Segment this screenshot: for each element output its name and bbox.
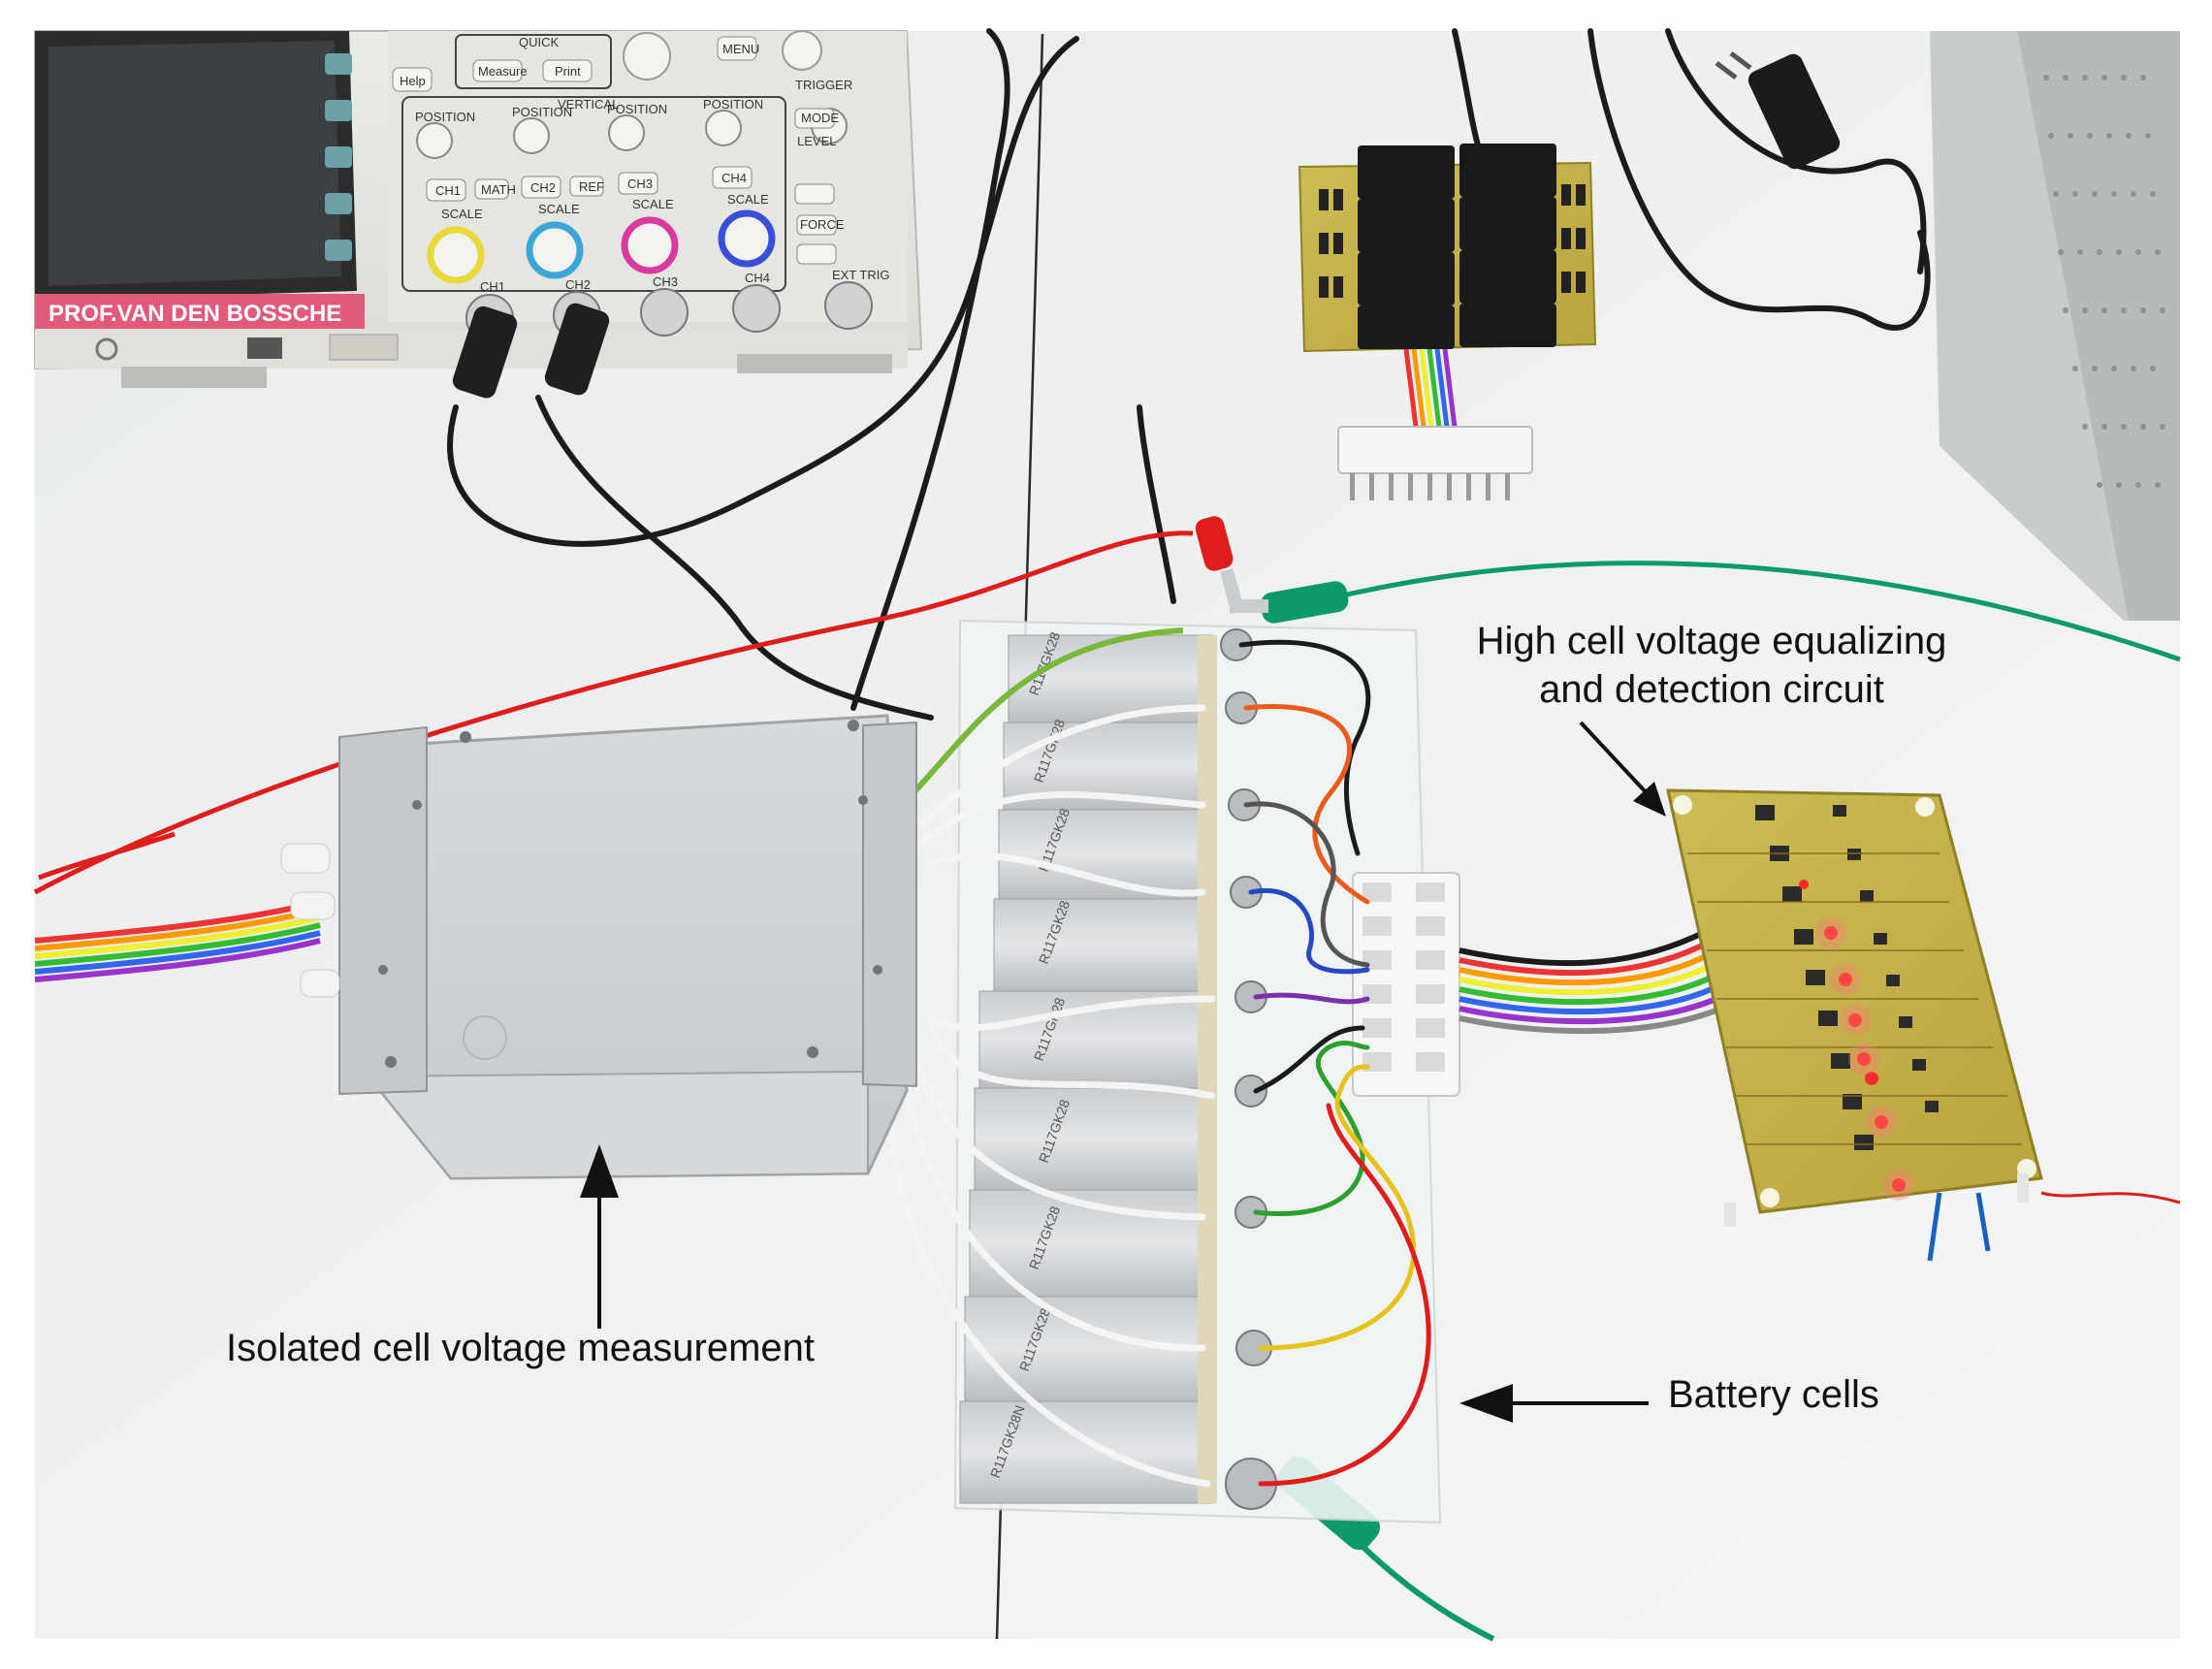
svg-text:SCALE: SCALE [538,202,580,216]
measurement-arrow [580,1144,619,1329]
power-plug [1715,51,1841,170]
ref-button-label: REF [579,179,604,194]
equalizer-label-line1: High cell voltage equalizing [1476,620,1947,662]
owner-label: PROF.VAN DEN BOSSCHE [48,301,341,327]
battery-cell: R117GK28 [974,1087,1213,1191]
print-label: Print [555,64,581,79]
position-labels: POSITION POSITION POSITION POSITION [415,97,763,124]
ch3-bnc-label: CH3 [653,274,678,289]
svg-text:SCALE: SCALE [441,207,483,221]
ch1-bnc-label: CH1 [480,279,505,294]
terminal-block [1352,872,1460,1097]
oscilloscope: PROF.VAN DEN BOSSCHE QUICK Measure Print… [34,30,923,399]
battery-cell: R117GK28 [1008,629,1213,723]
quick-label: QUICK [519,35,560,49]
measure-label: Measure [478,64,528,79]
equalizer-label-line2: and detection circuit [1539,668,1884,711]
measurement-label: Isolated cell voltage measurement [226,1327,815,1369]
svg-text:POSITION: POSITION [703,97,763,112]
annotation-arrows [580,721,1666,1423]
battery-cell: R117GK28 [998,806,1213,900]
menu-label: MENU [722,42,759,56]
ch3-button-label: CH3 [627,177,653,191]
battery-cell: R117GK28 [993,898,1213,992]
scale-knobs [427,209,776,284]
measurement-enclosure [338,627,1216,1488]
force-label: FORCE [800,217,845,232]
battery-arrow [1459,1384,1649,1423]
svg-text:POSITION: POSITION [512,105,572,119]
power-supply [1930,31,2180,621]
svg-text:POSITION: POSITION [607,102,667,116]
ch2-bnc-label: CH2 [565,277,591,292]
level-label: LEVEL [797,134,836,148]
help-label: Help [400,74,426,88]
ch2-button-label: CH2 [530,180,556,195]
svg-text:POSITION: POSITION [415,110,475,124]
equalizer-board [1666,788,2181,1262]
equalizer-label: High cell voltage equalizing and detecti… [1435,617,1988,714]
scale-labels: SCALE SCALE SCALE SCALE [441,192,769,221]
svg-text:SCALE: SCALE [727,192,769,207]
relay-board [1298,144,1597,500]
vertical-label: VERTICAL [558,97,619,112]
mode-label: MODE [801,111,839,125]
equalizer-arrow [1579,721,1666,817]
ch4-bnc-label: CH4 [745,271,770,285]
math-button-label: MATH [481,182,516,197]
ext-trig-label: EXT TRIG [832,268,889,282]
trigger-label: TRIGGER [795,78,852,92]
battery-cell: R117GK28N [959,1400,1213,1504]
ch4-button-label: CH4 [721,171,747,185]
green-clip-top [1230,581,1349,624]
svg-text:SCALE: SCALE [632,197,674,211]
battery-label: Battery cells [1668,1373,1879,1416]
led-indicators [1799,880,1906,1192]
ch1-button-label: CH1 [435,183,461,198]
ribbon-cable [1459,928,1743,1035]
